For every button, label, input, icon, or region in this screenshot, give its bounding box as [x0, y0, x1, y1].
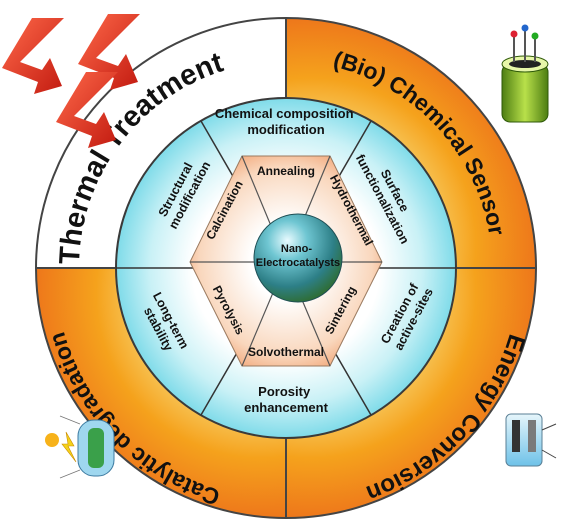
sensor-battery-icon — [501, 24, 549, 123]
thermal-arrow-3-icon — [56, 72, 118, 148]
segment-top-line2: modification — [247, 122, 324, 137]
segment-bottom-line1: Porosity — [258, 384, 311, 399]
center-label: Nano- Electrocatalysts — [256, 243, 340, 269]
energy-beaker-icon — [505, 413, 557, 467]
thermal-arrow-1-icon — [2, 18, 64, 94]
photocatalysis-icon — [45, 415, 115, 479]
thermal-arrow-2-icon — [78, 14, 140, 90]
segment-bottom-line2: enhancement — [244, 400, 328, 415]
hex-label-annealing: Annealing — [257, 164, 315, 178]
segment-chemical-composition: Chemical composition modification — [215, 106, 357, 137]
center-label-line1: Nano- — [281, 243, 313, 255]
hex-label-solvothermal: Solvothermal — [248, 345, 324, 359]
nano-electrocatalysts-sphere — [253, 213, 343, 303]
segment-porosity: Porosity enhancement — [244, 384, 328, 415]
thermal-arrows — [2, 14, 140, 148]
segment-top-line1: Chemical composition — [215, 106, 354, 121]
center-label-line2: Electrocatalysts — [256, 257, 340, 269]
